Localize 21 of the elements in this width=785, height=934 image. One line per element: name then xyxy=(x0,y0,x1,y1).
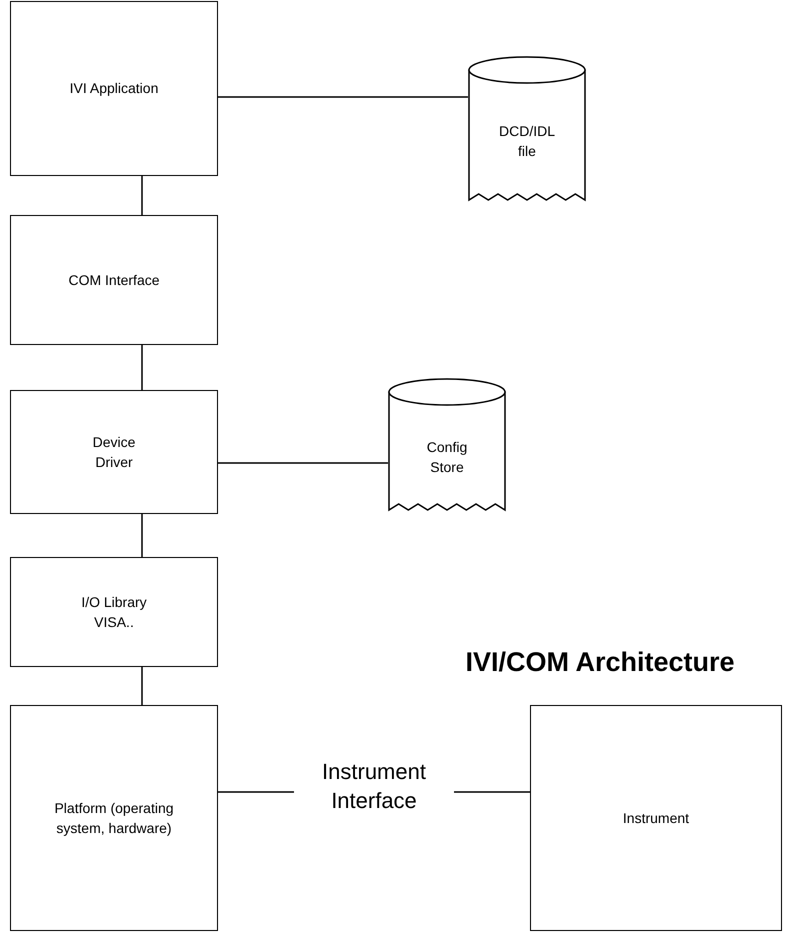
connector-line xyxy=(141,345,143,390)
connector-line xyxy=(218,96,468,98)
connector-line xyxy=(141,514,143,557)
connector-line xyxy=(141,667,143,705)
node-label: Instrument xyxy=(622,808,690,828)
node-label: DCD/IDL file xyxy=(498,122,556,161)
connector-line xyxy=(141,176,143,215)
node-label: COM Interface xyxy=(68,270,160,290)
node-label: I/O Library VISA.. xyxy=(80,592,148,632)
connector-line xyxy=(218,462,388,464)
process-box xyxy=(530,705,782,931)
node-label: Config Store xyxy=(426,438,468,477)
node-label: IVI Application xyxy=(70,79,158,98)
node-label: Platform (operating system, hardware) xyxy=(53,798,175,838)
process-box xyxy=(10,1,218,176)
process-box xyxy=(10,705,218,931)
process-box xyxy=(10,557,218,667)
process-box xyxy=(10,390,218,514)
diagram-title: IVI/COM Architecture xyxy=(464,647,736,678)
process-box xyxy=(10,215,218,345)
node-label: Device Driver xyxy=(92,432,136,472)
